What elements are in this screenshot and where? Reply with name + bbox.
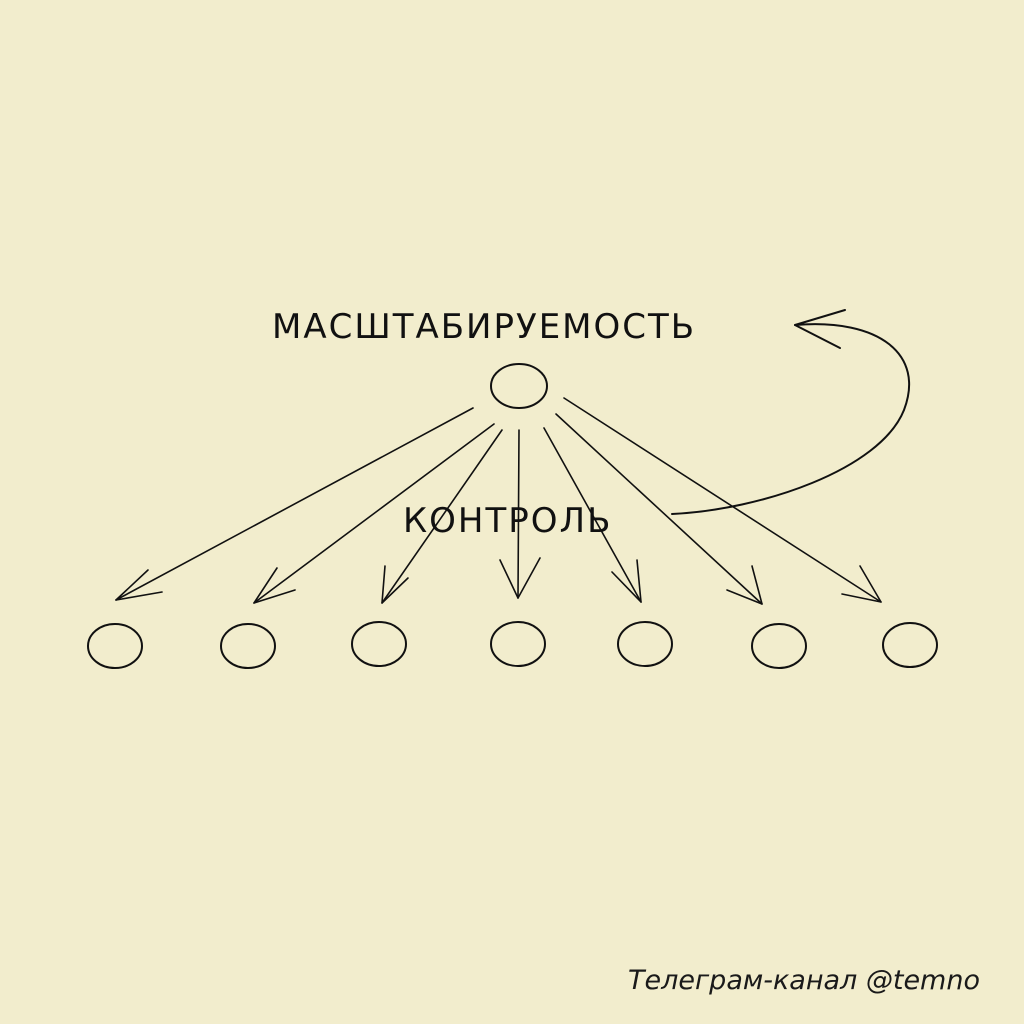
arrowhead-6 bbox=[726, 565, 763, 605]
feedback-loop-arrowhead bbox=[794, 309, 846, 349]
child-node-7 bbox=[882, 622, 938, 668]
child-node-4 bbox=[490, 621, 546, 667]
scalability-label: МАСШТАБИРУЕМОСТЬ bbox=[272, 307, 696, 347]
child-node-1 bbox=[87, 623, 143, 669]
child-nodes bbox=[87, 621, 938, 669]
root-node bbox=[490, 363, 548, 409]
edge-2 bbox=[253, 423, 495, 604]
edge-6 bbox=[555, 413, 763, 605]
arrowhead-5 bbox=[611, 559, 642, 603]
edge-3 bbox=[381, 429, 503, 604]
child-node-3 bbox=[351, 621, 407, 667]
arrowhead-3 bbox=[381, 565, 409, 604]
child-node-5 bbox=[617, 621, 673, 667]
child-node-6 bbox=[751, 623, 807, 669]
edge-7 bbox=[563, 397, 882, 603]
edge-4 bbox=[517, 429, 520, 599]
edges bbox=[115, 397, 882, 605]
arrowhead-4 bbox=[499, 557, 541, 599]
arrowhead-1 bbox=[115, 569, 163, 601]
edge-5 bbox=[543, 427, 642, 603]
feedback-loop-arrow bbox=[671, 323, 910, 515]
control-label: КОНТРОЛЬ bbox=[403, 501, 612, 541]
arrowhead-2 bbox=[253, 567, 296, 604]
arrowhead-7 bbox=[841, 565, 882, 603]
edge-1 bbox=[115, 407, 474, 601]
channel-credit: Телеграм-канал @temno bbox=[628, 965, 980, 996]
child-node-2 bbox=[220, 623, 276, 669]
